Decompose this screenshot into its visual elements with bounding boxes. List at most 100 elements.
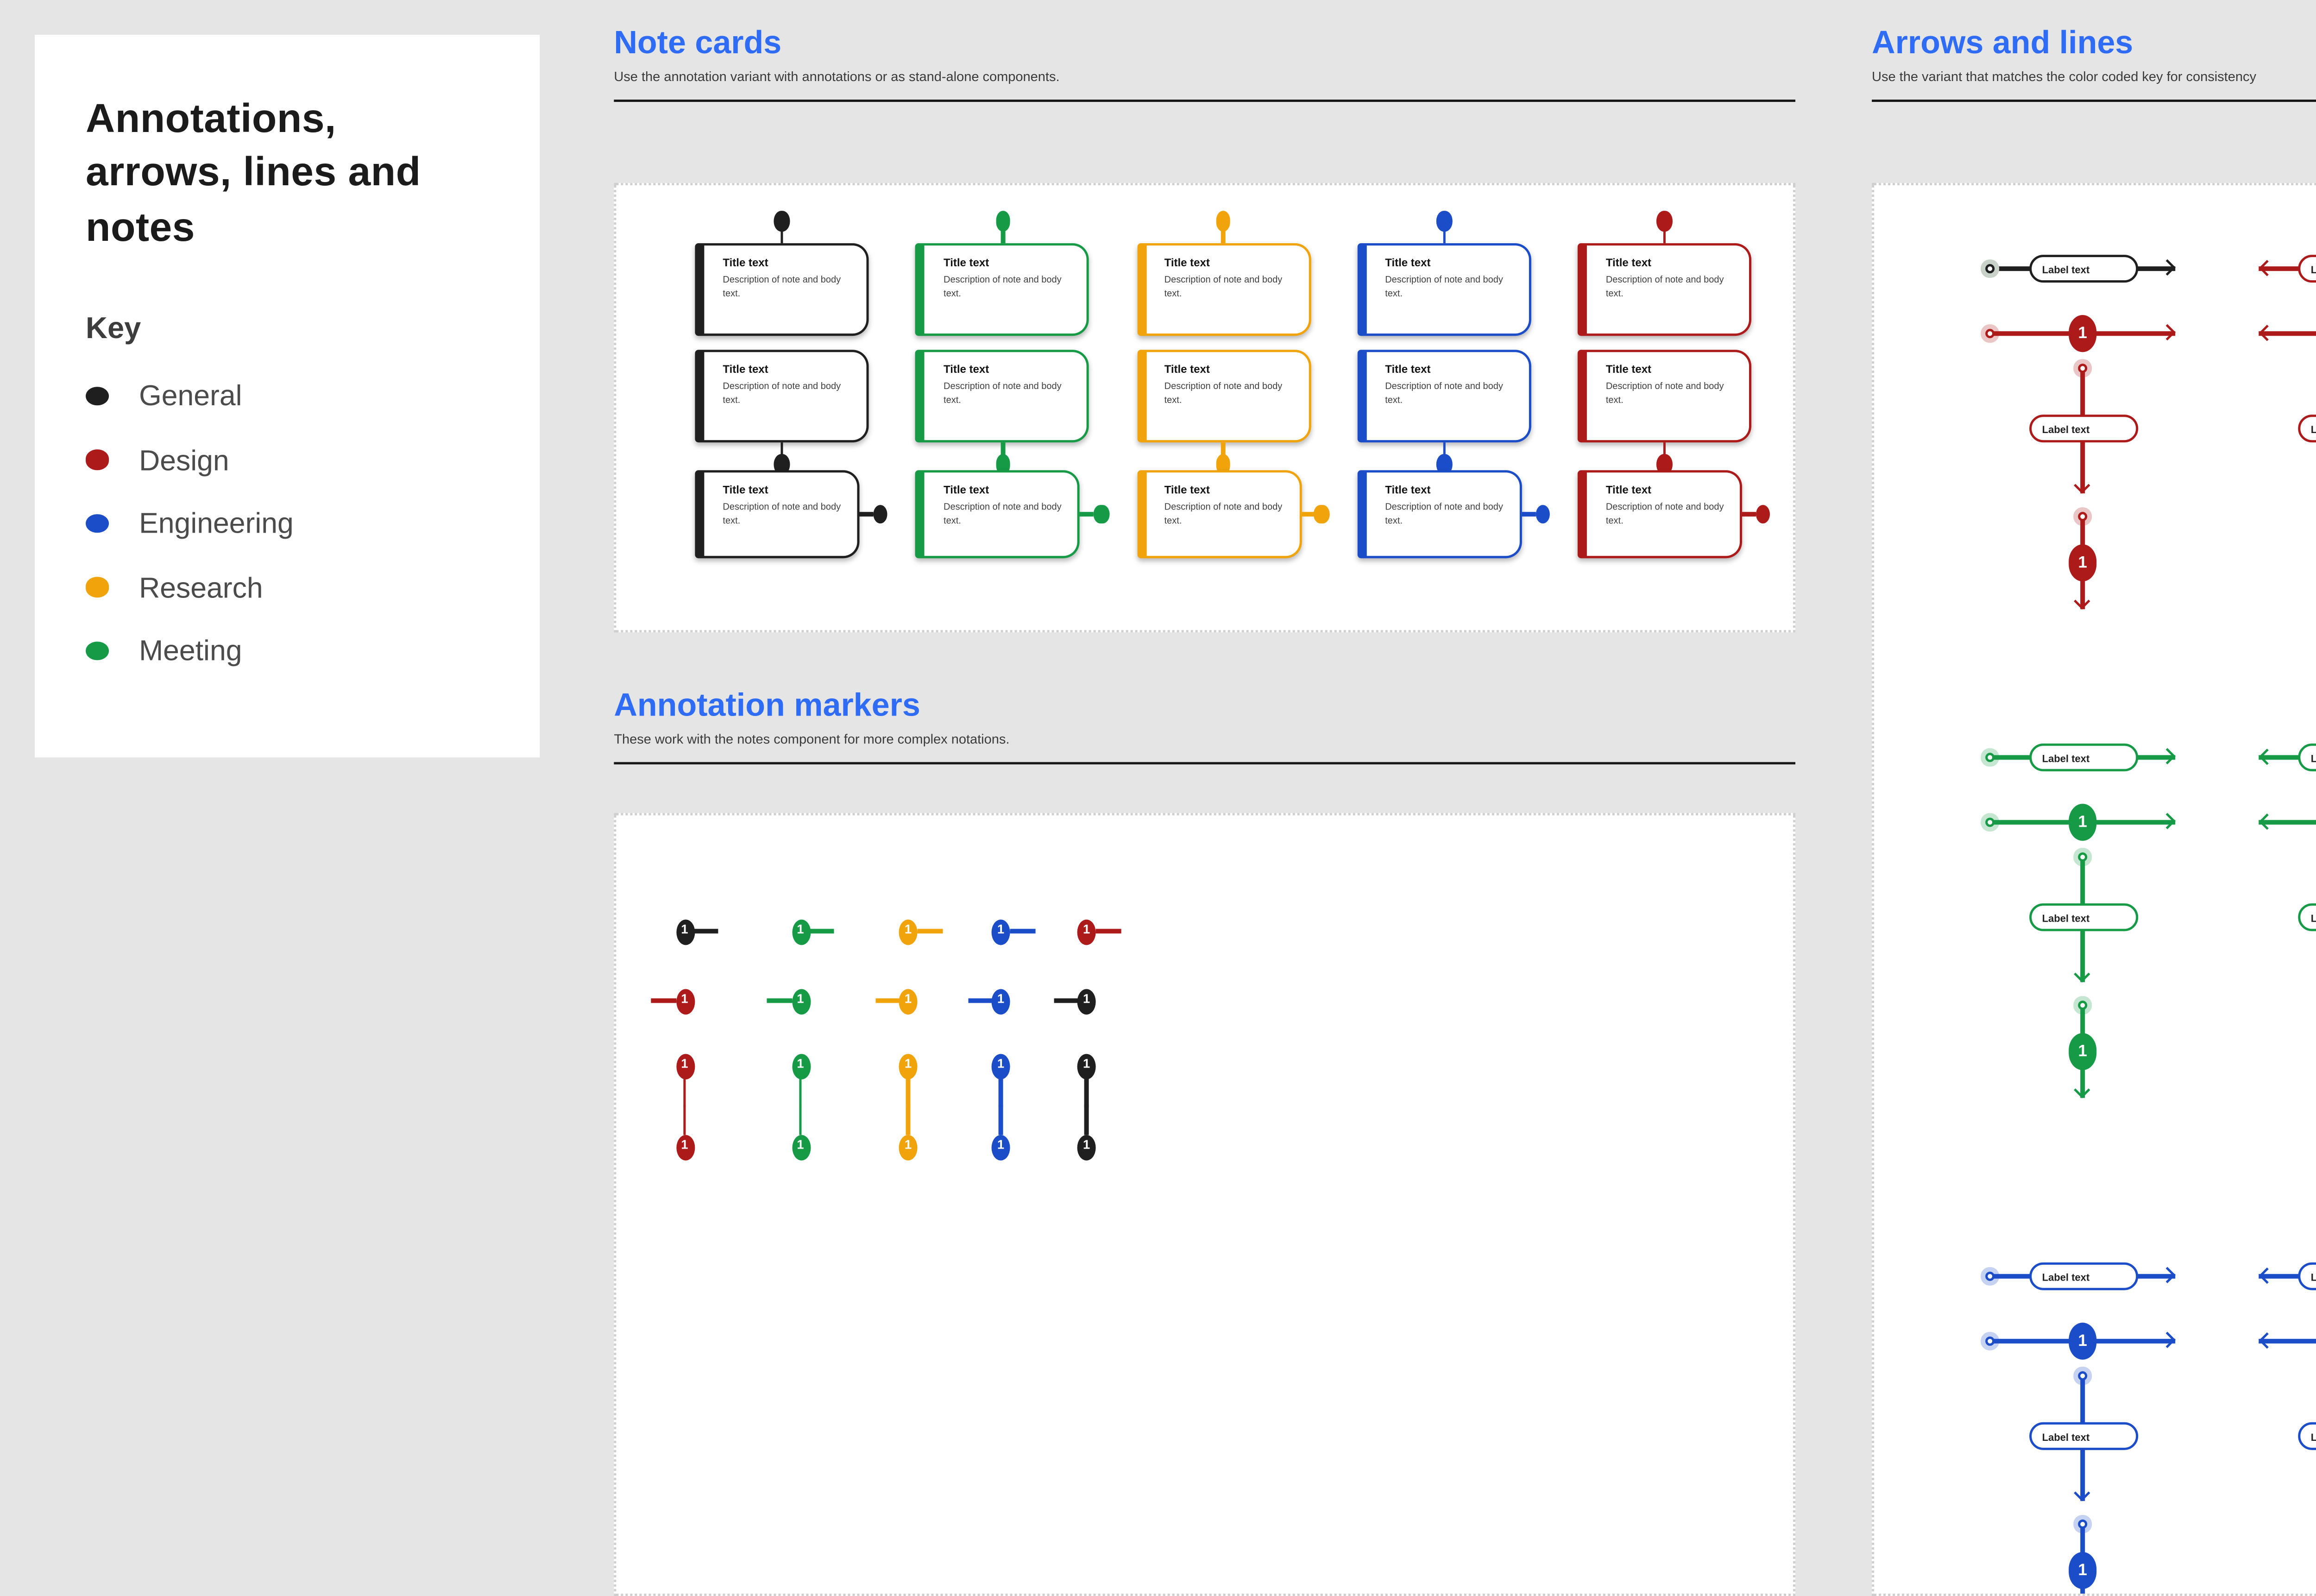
number-marker[interactable]: 1: [2068, 315, 2097, 352]
key-item-label: Meeting: [139, 635, 242, 667]
connector-line: [1221, 228, 1225, 244]
annotation-marker[interactable]: 1: [675, 1053, 694, 1079]
annotation-marker[interactable]: 1: [1077, 1053, 1096, 1079]
connector-line: [1663, 228, 1667, 244]
number-marker[interactable]: 1: [2068, 1033, 2097, 1070]
key-item-label: Research: [139, 571, 263, 604]
annotation-marker[interactable]: 1: [675, 988, 694, 1014]
arrow-head-icon: [2074, 965, 2091, 982]
page-title: Annotations, arrows, lines and notes: [86, 95, 421, 250]
connector-line: [2259, 1274, 2316, 1278]
label-pill[interactable]: Label text: [2028, 415, 2137, 443]
section-divider: [614, 761, 1796, 765]
key-color-dot-icon: [86, 387, 109, 406]
number-marker[interactable]: 1: [2068, 804, 2097, 841]
label-pill[interactable]: Label text: [2297, 415, 2316, 443]
connector-line: [1009, 930, 1035, 933]
card-title: Title text: [1385, 485, 1431, 497]
section-arrows-header: Arrows and lines Use the variant that ma…: [1872, 23, 2316, 102]
label-pill[interactable]: Label text: [2297, 1262, 2316, 1290]
annotation-marker[interactable]: 1: [899, 1134, 918, 1160]
number-marker[interactable]: 1: [2068, 1552, 2097, 1589]
key-panel[interactable]: Annotations, arrows, lines and notes Key…: [35, 35, 540, 758]
annotation-marker[interactable]: 1: [1077, 918, 1096, 944]
section-title: Note cards: [614, 23, 782, 61]
card-description: Description of note and body text.: [1164, 380, 1283, 407]
annotation-marker[interactable]: 1: [1077, 988, 1096, 1014]
number-marker[interactable]: 1: [2068, 545, 2097, 581]
card-anchor-dot-icon: [1314, 504, 1330, 525]
card-title: Title text: [723, 364, 768, 377]
arrow-head-icon: [2158, 325, 2175, 342]
label-pill[interactable]: Label text: [2028, 255, 2137, 283]
card-description: Description of note and body text.: [1164, 501, 1283, 527]
annotation-marker[interactable]: 1: [899, 1053, 918, 1079]
connector-line: [780, 442, 784, 458]
annotation-marker[interactable]: 1: [991, 988, 1010, 1014]
key-color-dot-icon: [86, 578, 109, 597]
label-pill[interactable]: Label text: [2028, 743, 2137, 772]
annotation-marker[interactable]: 1: [791, 1134, 810, 1160]
number-marker[interactable]: 1: [2068, 1323, 2097, 1359]
annotation-marker[interactable]: 1: [991, 1134, 1010, 1160]
label-pill[interactable]: Label text: [2028, 1262, 2137, 1290]
card-anchor-dot-icon: [1093, 504, 1109, 525]
arrow-head-icon: [2074, 1081, 2091, 1098]
annotation-marker[interactable]: 1: [791, 1053, 810, 1079]
connector-line: [1053, 999, 1079, 1002]
label-pill[interactable]: Label text: [2297, 255, 2316, 283]
annotation-marker[interactable]: 1: [791, 918, 810, 944]
card-title: Title text: [944, 364, 989, 377]
label-pill[interactable]: Label text: [2028, 1422, 2137, 1450]
label-pill[interactable]: Label text: [2297, 1422, 2316, 1450]
connector-line: [1663, 442, 1667, 458]
arrow-head-icon: [2259, 1268, 2276, 1285]
label-pill[interactable]: Label text: [2297, 743, 2316, 772]
label-pill[interactable]: Label text: [2028, 903, 2137, 931]
annotation-marker[interactable]: 1: [1077, 1134, 1096, 1160]
annotation-marker[interactable]: 1: [991, 1053, 1010, 1079]
card-title: Title text: [1605, 258, 1652, 270]
key-legend-item: Research: [86, 555, 489, 619]
annotation-marker[interactable]: 1: [791, 988, 810, 1014]
section-divider: [1872, 99, 2316, 102]
arrow-head-icon: [2074, 1483, 2091, 1501]
card-title: Title text: [1164, 364, 1210, 377]
connector-line: [967, 999, 993, 1002]
annotation-marker[interactable]: 1: [675, 918, 694, 944]
annotation-marker[interactable]: 1: [991, 918, 1010, 944]
section-subtitle: Use the variant that matches the color c…: [1872, 72, 2257, 87]
connector-line: [2259, 332, 2316, 336]
label-pill[interactable]: Label text: [2297, 903, 2316, 931]
annotation-marker[interactable]: 1: [899, 988, 918, 1014]
connector-line: [1095, 930, 1120, 933]
card-title: Title text: [1164, 485, 1210, 497]
card-description: Description of note and body text.: [1605, 501, 1724, 527]
annotation-markers-frame[interactable]: 1 1 1 1 1 1 1 1 1 1 1 1 1 1 1 1 1 1 1 1: [614, 813, 1796, 1596]
connector-line: [1001, 442, 1005, 458]
annotation-marker[interactable]: 1: [675, 1134, 694, 1160]
annotation-marker[interactable]: 1: [899, 918, 918, 944]
card-anchor-dot-icon: [872, 504, 888, 525]
card-title: Title text: [1385, 258, 1431, 270]
connector-line: [859, 512, 874, 516]
card-anchor-dot-icon: [774, 211, 790, 232]
